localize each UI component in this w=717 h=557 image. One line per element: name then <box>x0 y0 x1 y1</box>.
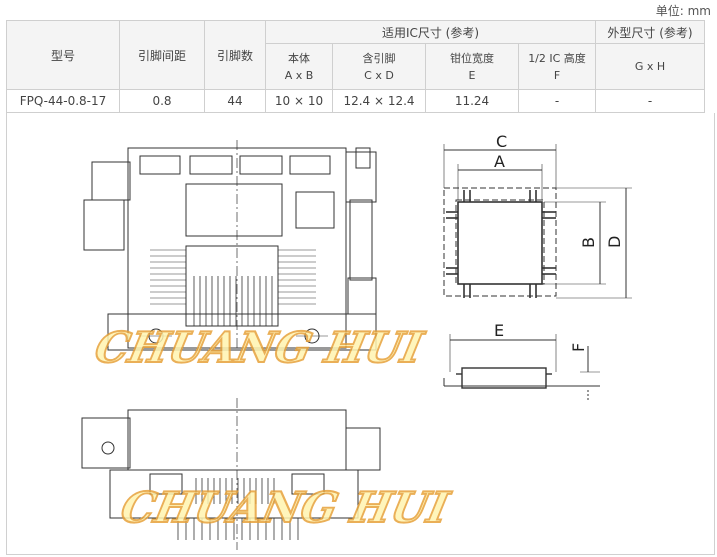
dim-a-label: A <box>494 152 505 171</box>
header-half-height-line1: 1/2 IC 高度 <box>528 51 586 65</box>
header-applicable-ic: 适用IC尺寸 (参考) <box>265 20 596 44</box>
header-model: 型号 <box>6 20 120 90</box>
header-half-height-line2: F <box>553 68 561 82</box>
header-gxh: G x H <box>595 43 705 90</box>
cell-pins: 44 <box>204 89 266 113</box>
watermark-top: CHUANG HUI <box>91 323 428 372</box>
header-body-line2: A x B <box>284 68 314 82</box>
header-body-line1: 本体 <box>288 51 310 65</box>
ic-top-view <box>443 144 632 299</box>
dim-d-label: D <box>605 236 624 248</box>
dim-c-label: C <box>496 132 507 151</box>
cell-body: 10 × 10 <box>265 89 333 113</box>
ic-side-view <box>443 334 600 402</box>
socket-top-view <box>83 140 377 351</box>
dim-e-label: E <box>494 321 504 340</box>
watermark-bottom: CHUANG HUI <box>117 483 454 532</box>
header-pin-width-line2: E <box>468 68 476 82</box>
cell-pin-width: 11.24 <box>425 89 519 113</box>
unit-label: 单位: mm <box>655 4 711 18</box>
dim-f-label: F <box>569 343 588 352</box>
header-with-pins-line1: 含引脚 <box>362 51 396 65</box>
cell-model: FPQ-44-0.8-17 <box>6 89 120 113</box>
header-pin-width: 钳位宽度 E <box>425 43 519 90</box>
header-outline: 外型尺寸 (参考) <box>595 20 705 44</box>
dim-b-label: B <box>579 237 598 248</box>
header-pins: 引脚数 <box>204 20 266 90</box>
cell-half-height: - <box>518 89 596 113</box>
socket-front-view <box>81 398 381 550</box>
header-pin-width-line1: 钳位宽度 <box>450 51 494 65</box>
spec-table: 型号 引脚间距 引脚数 适用IC尺寸 (参考) 外型尺寸 (参考) 本体 A x… <box>6 20 705 113</box>
header-with-pins-line2: C x D <box>364 68 394 82</box>
header-body: 本体 A x B <box>265 43 333 90</box>
header-half-height: 1/2 IC 高度 F <box>518 43 596 90</box>
drawing-frame <box>6 113 715 555</box>
cell-gxh: - <box>595 89 705 113</box>
